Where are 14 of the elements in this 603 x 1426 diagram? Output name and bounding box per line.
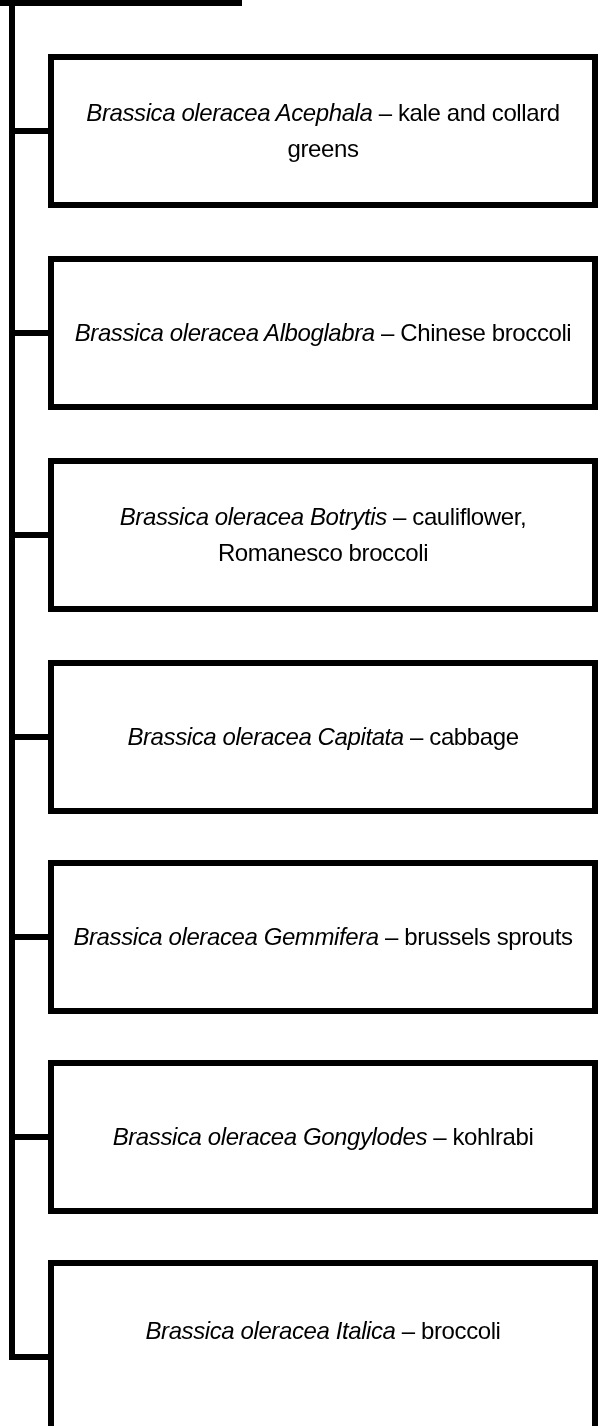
category-box (48, 1060, 598, 1214)
variety-label: Brassica oleracea Gongylodes – kohlrabi (112, 1122, 534, 1152)
category-box (48, 256, 598, 410)
variety-label: Brassica oleracea Acephala – kale and collard greens (85, 98, 561, 164)
category-box (48, 54, 598, 208)
category-box (48, 860, 598, 1014)
variety-label: Brassica oleracea Botrytis – cauliflower, Romanesco broccoli (118, 502, 528, 568)
variety-label: Brassica oleracea Gemmifera – brussels sprouts (73, 922, 573, 952)
variety-label: Brassica oleracea Alboglabra – Chinese broccoli (74, 318, 572, 348)
category-box (48, 660, 598, 814)
variety-label: Brassica oleracea Capitata – cabbage (127, 722, 519, 752)
variety-label: Brassica oleracea Italica – broccoli (145, 1316, 501, 1346)
category-box (48, 458, 598, 612)
category-box (48, 1260, 598, 1426)
